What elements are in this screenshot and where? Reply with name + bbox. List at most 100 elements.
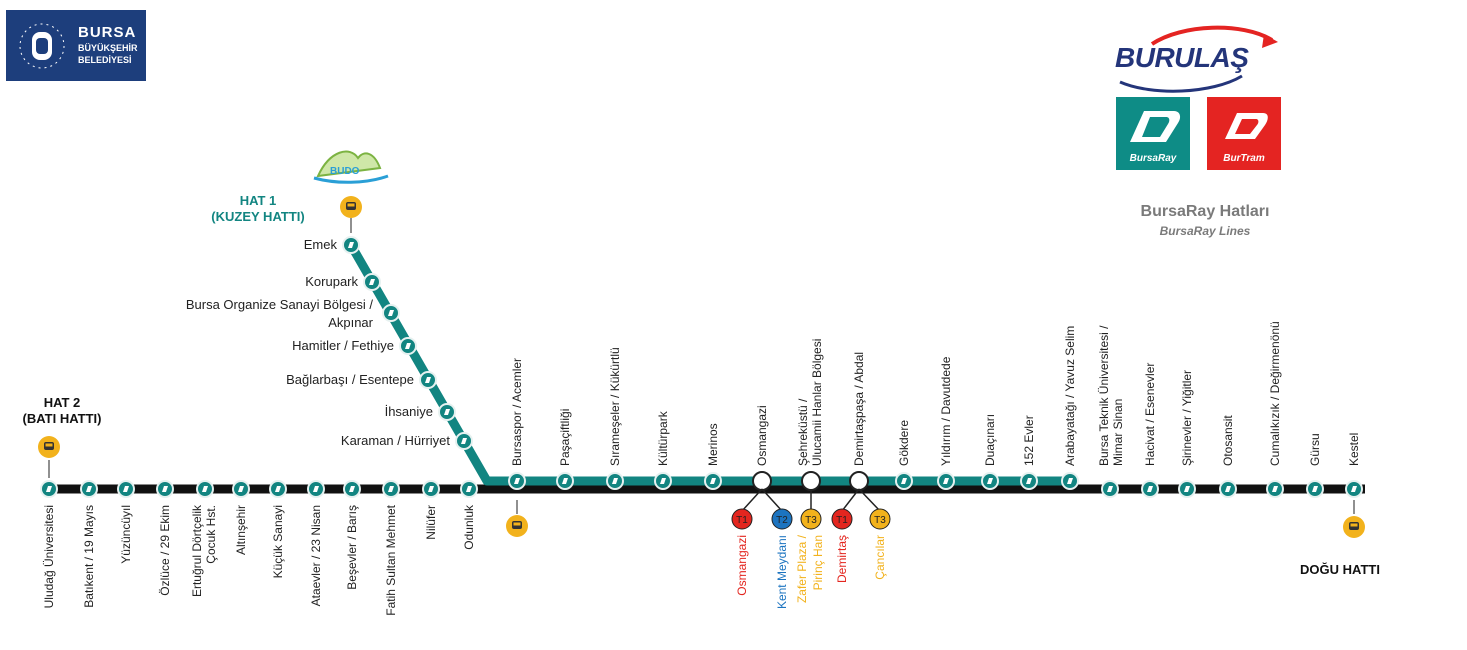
burtram-caption: BurTram (1223, 153, 1265, 164)
station-west-4-icon (202, 486, 208, 492)
station-shared-label-9: Yıldırım / Davutdede (939, 356, 953, 466)
bursaray-icon (1130, 111, 1181, 142)
station-shared-1-icon (562, 478, 568, 484)
tram-connector-1 (761, 488, 783, 512)
station-north-0-icon (348, 242, 354, 248)
station-west-5-icon (238, 486, 244, 492)
station-shared-10-icon (987, 478, 993, 484)
station-shared-label-8: Gökdere (897, 420, 911, 466)
station-east-label-6: Kestel (1347, 433, 1361, 466)
burtram-icon (1225, 113, 1268, 139)
station-north-label-6: Karaman / Hürriyet (341, 433, 450, 448)
station-west-7-icon (313, 486, 319, 492)
station-north-label-2b: Akpınar (328, 315, 373, 330)
tram-connector-0 (741, 488, 763, 512)
tram-connector-3 (841, 488, 860, 512)
tram-label-4: Çancılar (873, 535, 887, 580)
hat1-label: HAT 1 (KUZEY HATTI) (198, 193, 318, 225)
tram-badge-0 (731, 508, 753, 530)
station-west-9-icon (388, 486, 394, 492)
station-west-label-5: Altınşehir (234, 505, 248, 555)
bus-icon-west-window (45, 443, 53, 447)
station-shared-label-5: Osmangazi (755, 405, 769, 466)
tram-badge-label-1: T2 (776, 515, 788, 526)
tram-label-2b: Pirinç Han (811, 535, 825, 590)
station-shared-label-0: Bursaspor / Acemler (510, 358, 524, 466)
station-shared-0-icon (514, 478, 520, 484)
tram-label-3: Demirtaş (835, 535, 849, 583)
tram-badge-3 (831, 508, 853, 530)
station-east-label-0a: Bursa Teknik Üniversitesi / (1097, 325, 1111, 466)
station-west-label-4a: Ertuğrul Dörtçelik (190, 504, 204, 597)
station-shared-6 (801, 471, 821, 491)
tram-badge-1 (771, 508, 793, 530)
station-west-label-11: Odunluk (462, 504, 476, 550)
station-shared-label-12: Arabayatağı / Yavuz Selim (1063, 326, 1077, 466)
tram-label-0: Osmangazi (735, 535, 749, 596)
bus-icon-acemler-window (513, 522, 521, 526)
station-west-label-6: Küçük Sanayi (271, 505, 285, 578)
station-north-label-2a: Bursa Organize Sanayi Bölgesi / (186, 297, 374, 312)
tram-badge-4 (869, 508, 891, 530)
station-east-4-icon (1272, 486, 1278, 492)
station-shared-11-icon (1026, 478, 1032, 484)
station-north-2-icon (388, 310, 394, 316)
station-shared-5 (752, 471, 772, 491)
station-west-label-7: Ataevler / 23 Nisan (309, 505, 323, 606)
station-shared-8-icon (901, 478, 907, 484)
station-shared-label-11: 152 Evler (1022, 415, 1036, 466)
station-west-0-icon (46, 486, 52, 492)
station-north-label-1: Korupark (305, 274, 358, 289)
station-west-label-3: Özlüce / 29 Ekim (158, 505, 172, 596)
station-north-1-icon (369, 279, 375, 285)
station-east-0-icon (1107, 486, 1113, 492)
hat2-label-line1: HAT 2 (43, 395, 81, 410)
station-north-label-5: İhsaniye (385, 404, 433, 419)
station-west-8-icon (349, 486, 355, 492)
burulas-logo: BURULAŞ (1112, 24, 1284, 94)
station-east-label-4: Cumalıkızık / Değirmenönü (1268, 321, 1282, 466)
station-west-label-9: Fatih Sultan Mehmet (384, 504, 398, 615)
station-east-label-2: Şirinevler / Yiğitler (1180, 370, 1194, 466)
station-north-5-icon (444, 409, 450, 415)
station-east-2-icon (1184, 486, 1190, 492)
municipality-name-line2: BÜYÜKŞEHİR (78, 43, 138, 53)
station-east-label-1: Hacivat / Esenevler (1143, 363, 1157, 466)
bus-icon-north-window (347, 203, 355, 207)
legend-subtitle: BursaRay Lines (1159, 224, 1251, 238)
station-shared-label-4: Merinos (706, 423, 720, 466)
tram-badge-label-0: T1 (736, 515, 748, 526)
station-shared-label-3: Kültürpark (656, 410, 670, 466)
hat2-label-line2: (BATI HATTI) (22, 411, 102, 426)
station-east-1-icon (1147, 486, 1153, 492)
tram-badge-label-4: T3 (874, 515, 886, 526)
municipality-seal-icon (19, 23, 65, 69)
station-west-label-4b: Çocuk Hst. (204, 505, 218, 564)
station-shared-4-icon (710, 478, 716, 484)
station-shared-12-icon (1067, 478, 1073, 484)
station-east-label-0b: Mimar Sinan (1111, 399, 1125, 466)
legend-title: BursaRay Hatları (1140, 203, 1270, 220)
budo-logo-icon (316, 150, 382, 178)
station-shared-9-icon (943, 478, 949, 484)
budo-wave-icon (313, 174, 389, 184)
station-shared-3-icon (660, 478, 666, 484)
bursaray-caption: BursaRay (1129, 153, 1177, 164)
station-east-3-icon (1225, 486, 1231, 492)
station-west-6-icon (275, 486, 281, 492)
station-west-2-icon (123, 486, 129, 492)
tram-label-1: Kent Meydanı (775, 535, 789, 609)
burtram-logo: BurTram (1207, 97, 1281, 170)
station-east-label-5: Gürsu (1308, 433, 1322, 466)
station-west-3-icon (162, 486, 168, 492)
municipality-name-line3: BELEDİYESİ (78, 55, 132, 65)
budo-label: BUDO (330, 166, 360, 177)
station-west-label-2: Yüzüncüyıl (119, 505, 133, 564)
station-east-5-icon (1312, 486, 1318, 492)
bursaray-logo: BursaRay (1116, 97, 1190, 170)
tram-badge-2 (800, 508, 822, 530)
station-west-11-icon (466, 486, 472, 492)
station-shared-label-2: Sırameşeler / Kükürtlü (608, 347, 622, 466)
station-west-label-10: Nilüfer (424, 505, 438, 540)
